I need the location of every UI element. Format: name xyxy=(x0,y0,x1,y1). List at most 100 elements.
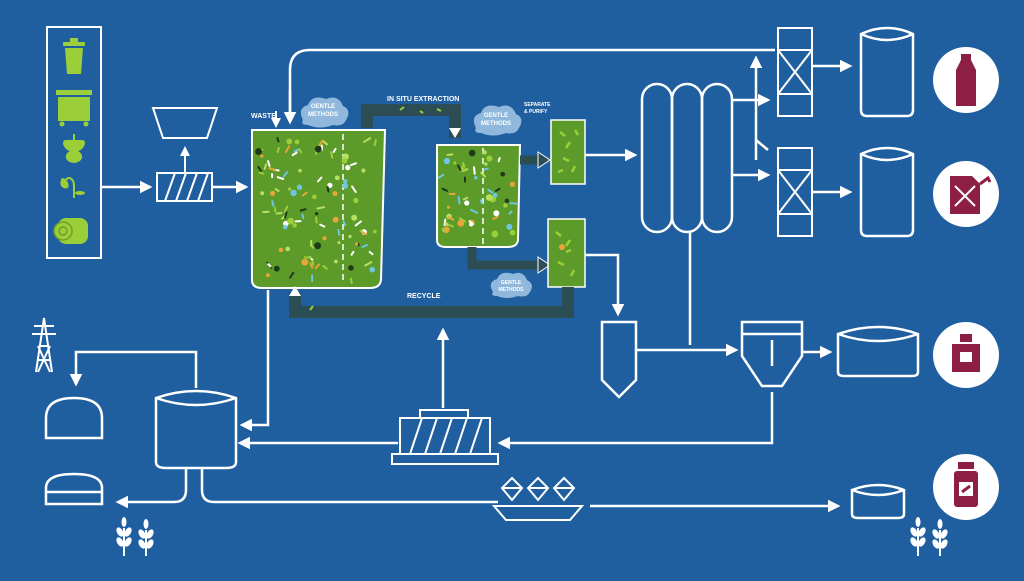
reactor-particle xyxy=(272,201,273,206)
gas-holder xyxy=(46,398,102,438)
filter-unit-2 xyxy=(778,148,812,236)
reactor-drain-line xyxy=(242,290,268,425)
gentle-methods-text: METHODS xyxy=(481,121,511,127)
reactor-particle xyxy=(348,235,351,238)
fertilizer-store xyxy=(46,474,102,504)
digester-tank xyxy=(156,391,236,468)
purification-unit-2 xyxy=(548,219,585,287)
wheat-icon xyxy=(909,517,949,556)
reactor-particle xyxy=(499,158,500,161)
reactor-particle xyxy=(337,241,340,244)
reactor-particle xyxy=(486,194,493,201)
reactor-particle xyxy=(348,265,354,271)
crystallizer xyxy=(494,478,582,520)
reactor-particle xyxy=(469,150,476,157)
filter-branch xyxy=(756,140,768,150)
reactor-particle xyxy=(333,217,339,223)
reactor-particle xyxy=(331,152,332,158)
reactor-particle xyxy=(453,161,456,164)
reactor-particle xyxy=(335,175,340,180)
product-badge-perfume xyxy=(933,322,999,388)
power-pylon-icon xyxy=(32,318,56,372)
reactor-particle xyxy=(295,139,300,144)
reactor-particle xyxy=(343,179,348,184)
product-tank-4 xyxy=(852,485,904,518)
screw-press xyxy=(392,410,498,464)
reactor-particle xyxy=(315,212,318,215)
gentle-methods-text: GENTLE xyxy=(501,280,522,286)
reactor-particle xyxy=(474,176,477,179)
reactor-particle xyxy=(303,215,304,218)
digester-out-line xyxy=(202,468,498,502)
product-tank-3 xyxy=(838,327,918,376)
reactor-particle xyxy=(486,156,492,162)
reactor-particle xyxy=(287,218,294,225)
reactor-particle xyxy=(270,191,275,196)
reactor-particle xyxy=(500,172,505,177)
reactor-particle xyxy=(342,183,348,189)
reactor-particle xyxy=(355,243,358,246)
reactor-particle xyxy=(493,193,498,198)
reactor-particle xyxy=(260,173,264,174)
settling-hopper xyxy=(602,322,636,397)
reactor-particle xyxy=(474,167,475,174)
filter-unit-1 xyxy=(778,28,812,116)
reactor-particle xyxy=(312,261,313,265)
product-badge-medicine xyxy=(933,454,999,520)
distillation-columns xyxy=(642,84,732,232)
gentle-methods-text: METHODS xyxy=(499,287,525,293)
reactor-particle xyxy=(447,206,450,209)
reactor-particle xyxy=(298,169,302,173)
reactor-particle xyxy=(286,139,292,145)
reactor-particle xyxy=(464,200,469,205)
gentle-methods-cloud: GENTLE METHODS xyxy=(301,97,349,127)
gentle-methods-text: METHODS xyxy=(308,112,338,118)
reactor-particle xyxy=(317,207,324,208)
reactor-particle xyxy=(485,169,488,170)
product-badge-bottle xyxy=(933,47,999,113)
gentle-methods-text: GENTLE xyxy=(484,113,508,119)
reactor-particle xyxy=(315,146,322,153)
reactor-particle xyxy=(511,203,518,204)
reactor-particle xyxy=(503,203,507,207)
digester-to-gas-line xyxy=(76,352,196,388)
in-situ-extraction-label: IN SITU EXTRACTION xyxy=(387,96,459,103)
reactor-particle xyxy=(345,165,350,170)
reactor-particle xyxy=(301,209,306,210)
reactor-particle xyxy=(375,140,376,145)
recycle-label: RECYCLE xyxy=(407,293,441,300)
separate-purify-label: SEPARATE xyxy=(524,102,551,108)
reactor-particle xyxy=(288,187,291,190)
reactor-particle xyxy=(277,213,282,214)
reactor-particle xyxy=(334,260,338,264)
reactor-particle xyxy=(461,168,465,172)
waste-label: WASTE xyxy=(251,113,276,120)
product-tank-2 xyxy=(861,148,913,236)
reactor-particle xyxy=(457,220,464,227)
reactor-particle xyxy=(338,230,339,235)
reactor-particle xyxy=(459,197,460,204)
gentle-methods-cloud: GENTLE METHODS xyxy=(491,273,532,298)
reactor-particle xyxy=(482,150,486,154)
reactor-particle xyxy=(328,187,329,191)
reactor-particle xyxy=(448,154,453,155)
reactor-particle xyxy=(351,215,357,221)
reactor-particle xyxy=(510,182,515,187)
reactor-particle xyxy=(493,210,499,216)
reactor-particle xyxy=(353,198,358,203)
reactor-particle xyxy=(369,267,375,273)
apple-core-icon xyxy=(63,134,85,163)
reactor-particle xyxy=(260,191,264,195)
reactor-particle xyxy=(322,236,326,240)
reactor-particle xyxy=(444,158,450,164)
reactor-particle xyxy=(351,279,352,283)
extraction-reactor xyxy=(437,145,520,247)
reactor-particle xyxy=(274,266,280,272)
gentle-methods-text: GENTLE xyxy=(311,104,335,110)
reactor-particle xyxy=(301,259,308,266)
reactor-particle xyxy=(445,222,449,226)
reactor-particle xyxy=(279,248,283,252)
reactor-particle xyxy=(290,190,296,196)
hay-bale-icon xyxy=(54,218,88,244)
